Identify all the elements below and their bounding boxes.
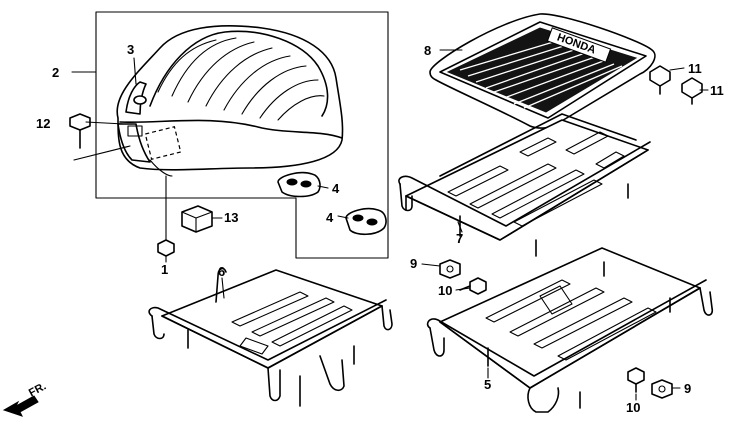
- callout-4b: 4: [326, 210, 334, 225]
- callout-13: 13: [224, 210, 238, 225]
- front-direction-arrow: FR.: [2, 380, 48, 417]
- bolt-part-11a: [649, 65, 671, 95]
- rack-part-7: [398, 113, 651, 257]
- nut-part-9b: [651, 379, 673, 399]
- callout-12: 12: [36, 116, 50, 131]
- bolt-part-12: [69, 113, 91, 149]
- block-part-13: [181, 205, 213, 233]
- rack-part-6: [148, 267, 393, 407]
- callout-11b: 11: [710, 83, 724, 98]
- callout-11a: 11: [688, 61, 702, 76]
- bolt-part-11b: [681, 77, 703, 105]
- callout-3: 3: [127, 42, 134, 57]
- callout-4a: 4: [332, 181, 340, 196]
- callout-10a: 10: [438, 283, 452, 298]
- callout-10b: 10: [626, 400, 640, 415]
- callout-5: 5: [484, 377, 491, 392]
- callout-2: 2: [52, 65, 59, 80]
- direction-label: FR.: [27, 380, 48, 399]
- callout-8: 8: [424, 43, 431, 58]
- seat-group-bracket: [95, 11, 389, 259]
- bolt-part-10a: [459, 277, 487, 295]
- callout-6: 6: [218, 264, 225, 279]
- bolt-part-10b: [627, 367, 645, 393]
- leader-lines: [71, 49, 709, 401]
- callout-7: 7: [456, 231, 463, 246]
- rack-part-5: [426, 247, 714, 413]
- bolt-part-1: [157, 175, 175, 257]
- seat-assembly: [116, 25, 344, 177]
- cushion-part-4b: [345, 207, 387, 236]
- cushion-part-4a: [277, 171, 321, 198]
- callout-9b: 9: [684, 381, 691, 396]
- callout-1: 1: [161, 262, 168, 277]
- callout-9a: 9: [410, 256, 417, 271]
- nut-part-9a: [439, 259, 461, 279]
- tray-part-8: HONDA: [429, 13, 656, 129]
